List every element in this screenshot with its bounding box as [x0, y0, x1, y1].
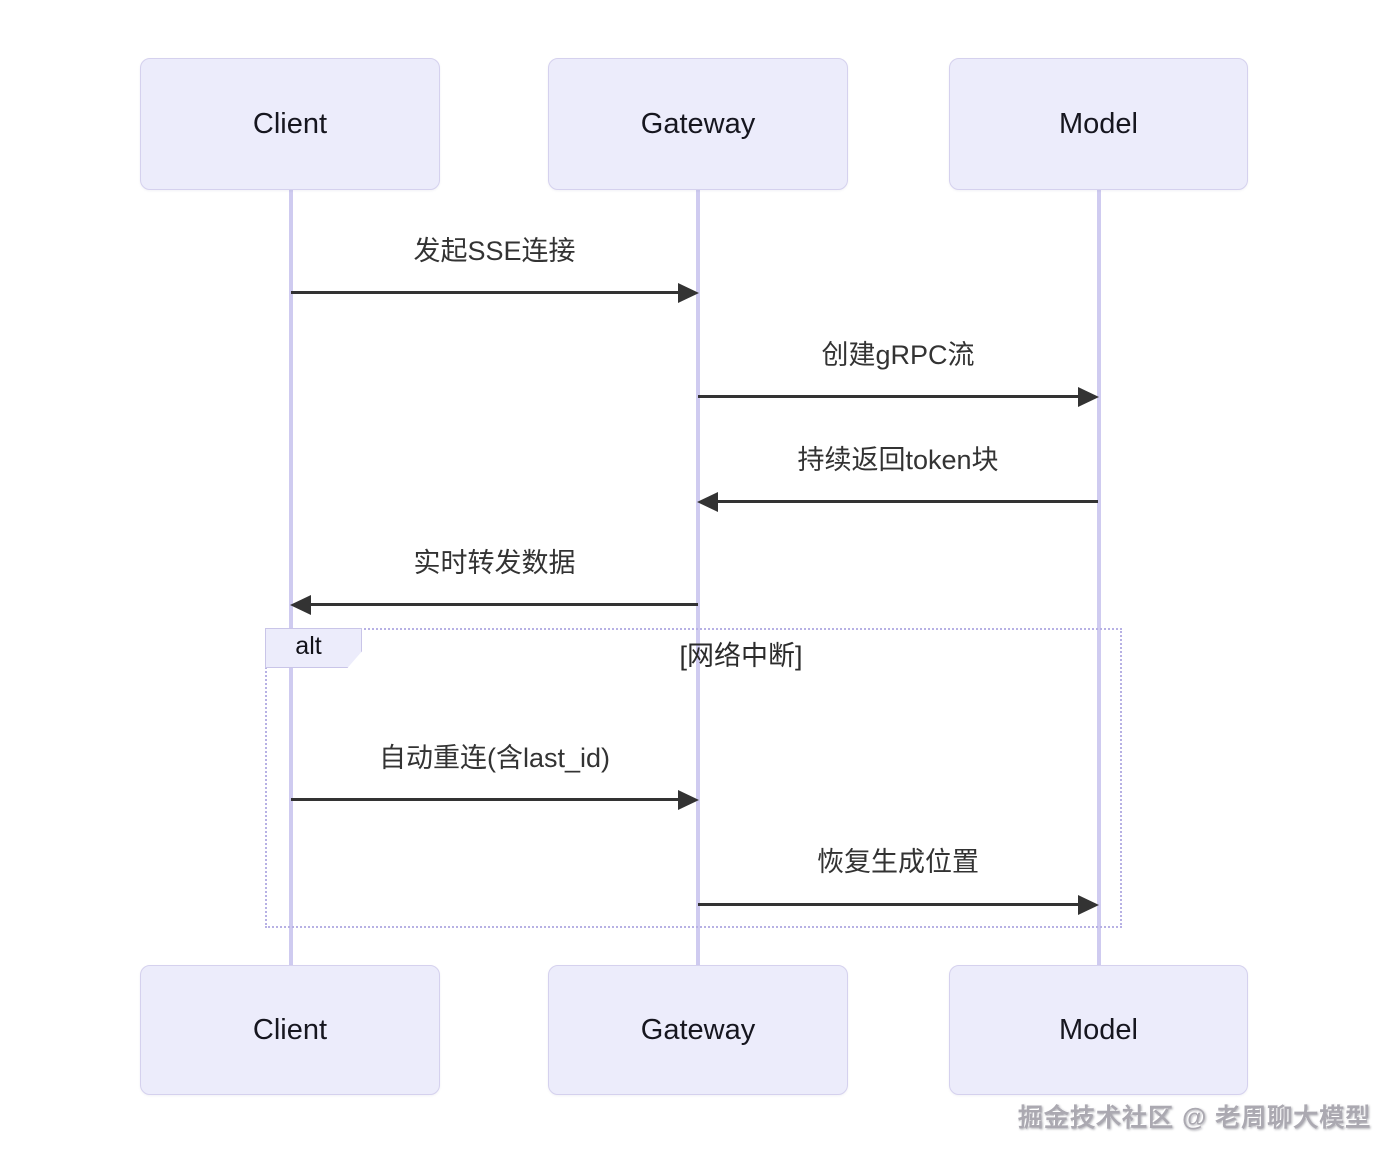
- actor-label-model-top: Model: [1059, 107, 1138, 140]
- message-4-label: 实时转发数据: [413, 548, 576, 578]
- alt-fragment-keyword-label: alt: [265, 628, 362, 668]
- actor-box-gateway-bottom: Gateway: [548, 965, 848, 1095]
- actor-box-model-bottom: Model: [949, 965, 1248, 1095]
- actor-box-client-bottom: Client: [140, 965, 440, 1095]
- lifeline-gateway: [696, 188, 700, 967]
- actor-box-gateway-top: Gateway: [548, 58, 848, 190]
- message-2-label: 创建gRPC流: [821, 340, 975, 370]
- message-1-line: [291, 291, 680, 294]
- message-5-line: [291, 798, 680, 801]
- actor-label-gateway-bottom: Gateway: [640, 1013, 756, 1046]
- message-6-label: 恢复生成位置: [817, 847, 979, 877]
- message-1-arrow: [291, 283, 699, 303]
- arrowhead-left-icon: [290, 595, 311, 615]
- message-3-line: [716, 500, 1098, 503]
- message-4-arrow: [290, 595, 698, 615]
- arrowhead-left-icon: [697, 492, 718, 512]
- message-5-label: 自动重连(含last_id): [378, 743, 611, 773]
- message-3-label: 持续返回token块: [797, 445, 999, 475]
- arrowhead-right-icon: [1078, 387, 1099, 407]
- message-2-arrow: [698, 387, 1099, 407]
- arrowhead-right-icon: [678, 283, 699, 303]
- message-6-line: [698, 903, 1080, 906]
- message-5-arrow: [291, 790, 699, 810]
- message-3-arrow: [697, 492, 1098, 512]
- message-1-label: 发起SSE连接: [413, 236, 576, 266]
- message-6-arrow: [698, 895, 1099, 915]
- arrowhead-right-icon: [1078, 895, 1099, 915]
- actor-box-client-top: Client: [140, 58, 440, 190]
- alt-keyword: alt: [295, 631, 322, 660]
- arrowhead-right-icon: [678, 790, 699, 810]
- message-2-line: [698, 395, 1080, 398]
- actor-label-gateway-top: Gateway: [640, 107, 756, 140]
- actor-label-client-bottom: Client: [252, 1013, 328, 1046]
- lifeline-client: [289, 188, 293, 967]
- actor-label-model-bottom: Model: [1059, 1013, 1138, 1046]
- watermark-text: 掘金技术社区 @ 老周聊大模型: [1018, 1104, 1372, 1132]
- lifeline-model: [1097, 188, 1101, 967]
- message-4-line: [309, 603, 698, 606]
- alt-fragment-condition: [网络中断]: [679, 641, 803, 671]
- actor-label-client-top: Client: [252, 107, 328, 140]
- actor-box-model-top: Model: [949, 58, 1248, 190]
- alt-fragment: alt [网络中断]: [265, 628, 1122, 928]
